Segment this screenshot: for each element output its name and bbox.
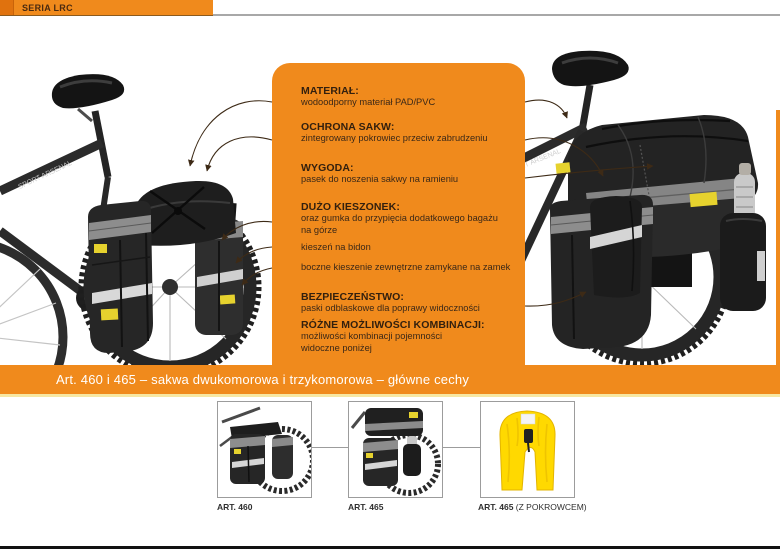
- pannier-near-side: [549, 162, 654, 349]
- feature-heading: RÓŻNE MOŻLIWOŚCI KOMBINACJI:: [301, 319, 485, 331]
- feature-comfort: WYGODA: pasek do noszenia sakwy na ramie…: [301, 162, 511, 186]
- product-label-text: ART. 460: [217, 502, 253, 512]
- feature-body: pasek do noszenia sakwy na ramieniu: [301, 174, 459, 184]
- product-image-rain-cover: [499, 410, 556, 491]
- feature-body-line2: na górze: [301, 224, 338, 235]
- page-edge-strip: [776, 110, 780, 365]
- product-box-art-460: [217, 401, 316, 498]
- product-image-art-460: [219, 406, 316, 494]
- article-banner-text: Art. 460 i 465 – sakwa dwukomorowa i trz…: [55, 372, 470, 387]
- feature-safety: BEZPIECZEŃSTWO: paski odblaskowe dla pop…: [301, 291, 511, 315]
- features-panel: MATERIAŁ: wodoodporny materiał PAD/PVC O…: [272, 63, 525, 365]
- product-label-art-465-cover: ART. 465 (Z POKROWCEM): [478, 502, 587, 512]
- saddle: [51, 74, 125, 123]
- product-label-text: ART. 465: [478, 502, 514, 512]
- series-label: SERIA LRC: [22, 3, 73, 13]
- banner-substripe: [0, 394, 780, 397]
- feature-body-line2: widoczne poniżej: [301, 342, 372, 353]
- feature-combinations: RÓŻNE MOŻLIWOŚCI KOMBINACJI: możliwości …: [301, 319, 511, 354]
- product-label-suffix: (Z POKROWCEM): [513, 502, 587, 512]
- page-bottom-rule: [0, 546, 780, 549]
- feature-heading: OCHRONA SAKW:: [301, 121, 395, 133]
- feature-body: boczne kieszenie zewnętrzne zamykane na …: [301, 262, 511, 272]
- bike-photo-left-pannier-460: SPORT ARSENAL: [0, 74, 262, 370]
- feature-body: wodoodporny materiał PAD/PVC: [301, 97, 436, 107]
- product-label-text: ART. 465: [348, 502, 384, 512]
- box-connector-line: [443, 447, 480, 448]
- series-accent-square: [0, 0, 14, 15]
- article-banner: Art. 460 i 465 – sakwa dwukomorowa i trz…: [0, 365, 780, 394]
- feature-body: oraz gumka do przypięcia dodatkowego bag…: [301, 213, 498, 223]
- bike-photo-right-pannier-465: SPORT ARSENAL: [490, 50, 766, 365]
- feature-body: kieszeń na bidon: [301, 242, 371, 252]
- feature-heading: WYGODA:: [301, 162, 354, 174]
- feature-pockets: DUŻO KIESZONEK: oraz gumka do przypięcia…: [301, 201, 511, 236]
- feature-bottle-pocket: kieszeń na bidon: [301, 242, 511, 254]
- feature-protection: OCHRONA SAKW: zintegrowany pokrowiec prz…: [301, 121, 511, 145]
- saddle: [552, 50, 629, 87]
- product-box-art-465-cover: [480, 401, 575, 498]
- pannier-left-side: [88, 200, 153, 353]
- feature-heading: DUŻO KIESZONEK:: [301, 201, 400, 213]
- feature-body: możliwości kombinacji pojemności: [301, 331, 443, 341]
- box-connector-line: [312, 447, 348, 448]
- feature-material: MATERIAŁ: wodoodporny materiał PAD/PVC: [301, 85, 511, 109]
- feature-heading: BEZPIECZEŃSTWO:: [301, 291, 404, 303]
- product-box-art-465: [348, 401, 443, 498]
- feature-side-pockets: boczne kieszenie zewnętrzne zamykane na …: [301, 262, 511, 274]
- header-rule: [213, 14, 780, 16]
- series-header-bar: SERIA LRC: [0, 0, 213, 16]
- feature-body: zintegrowany pokrowiec przeciw zabrudzen…: [301, 133, 488, 143]
- bottle-pocket: [720, 163, 766, 311]
- product-image-art-465: [350, 408, 441, 496]
- product-label-art-465: ART. 465: [348, 502, 383, 512]
- product-label-art-460: ART. 460: [217, 502, 252, 512]
- feature-body: paski odblaskowe dla poprawy widoczności: [301, 303, 480, 313]
- feature-heading: MATERIAŁ:: [301, 85, 359, 97]
